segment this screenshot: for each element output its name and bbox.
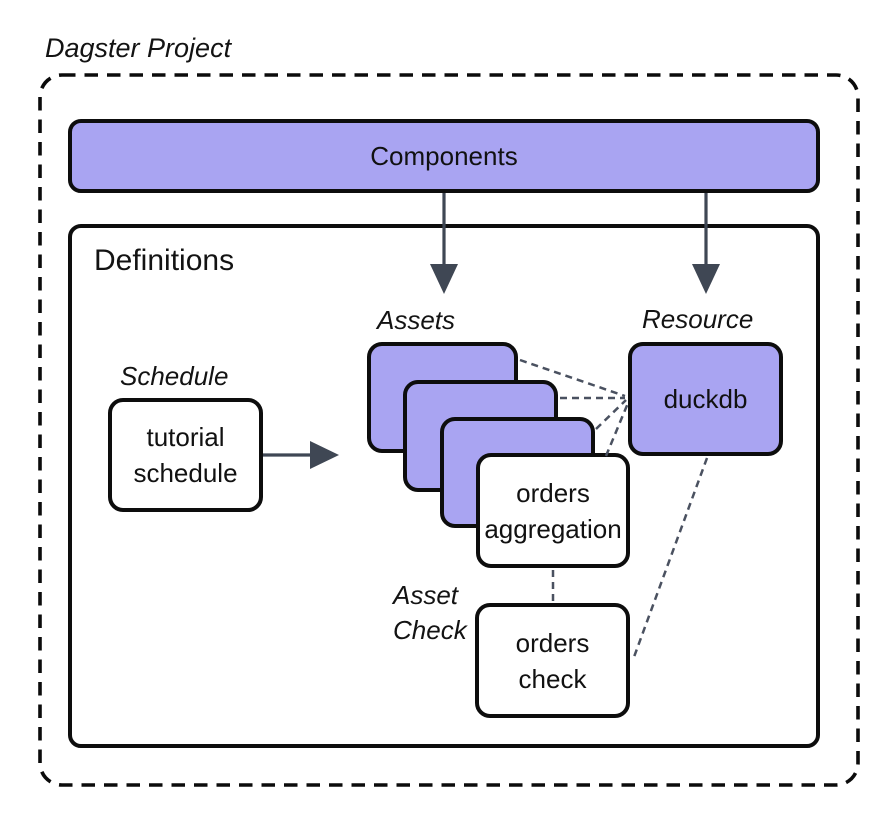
tutorial-schedule-node: tutorial schedule [108, 398, 263, 512]
components-bar: Components [68, 119, 820, 193]
asset-check-group-label: Asset Check [393, 580, 467, 645]
schedule-group-label: Schedule [120, 361, 229, 391]
diagram-title: Dagster Project [45, 33, 232, 63]
duckdb-node-label: duckdb [663, 384, 748, 414]
definitions-label: Definitions [94, 244, 235, 277]
components-bar-label: Components [370, 140, 518, 171]
assets-group-label: Assets [377, 305, 456, 335]
tutorial-schedule-node-label: tutorial schedule [133, 422, 238, 488]
orders-aggregation-node-label: orders aggregation [484, 477, 622, 544]
orders-aggregation-node: orders aggregation [476, 453, 630, 568]
orders-check-node: orders check [475, 603, 630, 718]
orders-check-node-label: orders check [515, 627, 590, 694]
duckdb-resource-node: duckdb [628, 342, 783, 456]
resource-group-label: Resource [642, 304, 754, 334]
